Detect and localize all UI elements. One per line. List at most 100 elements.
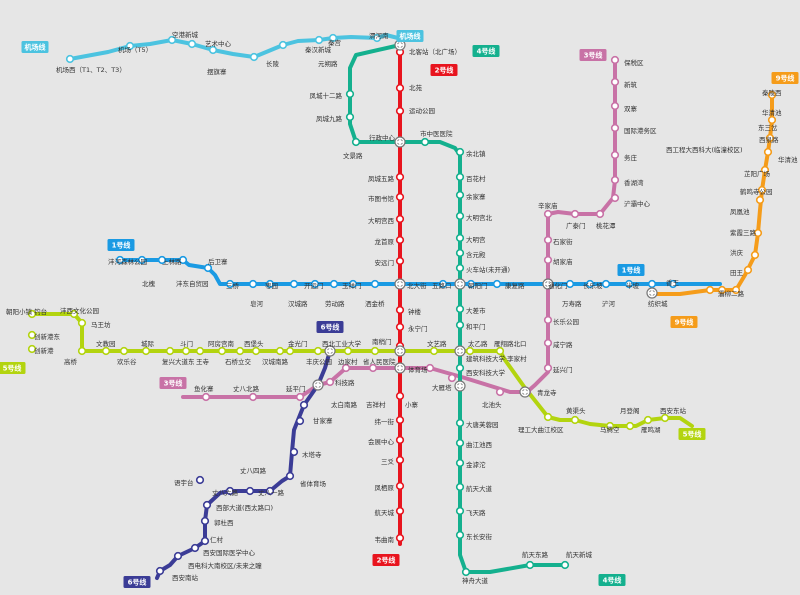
station-L4-14[interactable] (455, 320, 465, 330)
station-L5-20[interactable] (370, 346, 380, 356)
station-L1-22[interactable] (647, 279, 657, 289)
station-L2-10[interactable] (395, 305, 405, 315)
station-L6-8[interactable] (225, 486, 235, 496)
station-L1-2[interactable] (157, 255, 167, 265)
station-L5-12[interactable] (217, 346, 227, 356)
station-L3-0[interactable] (610, 55, 620, 65)
station-L5-25[interactable] (543, 412, 553, 422)
station-L4-10[interactable] (455, 248, 465, 258)
station-L5-8[interactable] (141, 346, 151, 356)
station-airport-4[interactable] (208, 45, 218, 55)
station-L4-0[interactable] (345, 89, 355, 99)
station-L9-10[interactable] (731, 285, 741, 295)
station-L4-9[interactable] (455, 233, 465, 243)
station-L6-2[interactable] (299, 400, 309, 410)
station-L9-6[interactable] (755, 195, 765, 205)
station-L4-3[interactable] (351, 137, 361, 147)
interchange-8[interactable] (394, 362, 406, 374)
station-L5-14[interactable] (251, 346, 261, 356)
station-L3-11[interactable] (543, 255, 553, 265)
station-L1-6[interactable] (248, 279, 258, 289)
station-L4-8[interactable] (455, 211, 465, 221)
station-L9-2[interactable] (765, 133, 775, 143)
station-L5-1[interactable] (69, 309, 79, 319)
interchange-6[interactable] (394, 345, 406, 357)
station-L3-21[interactable] (368, 363, 378, 373)
station-L4-16[interactable] (455, 363, 465, 373)
station-L5-7[interactable] (119, 346, 129, 356)
station-L9-5[interactable] (757, 185, 767, 195)
station-L4-22[interactable] (455, 506, 465, 516)
station-L3-10[interactable] (543, 235, 553, 245)
station-L1-9[interactable] (310, 279, 320, 289)
station-L2-4[interactable] (395, 172, 405, 182)
station-L4-4[interactable] (420, 137, 430, 147)
station-L2-1[interactable] (395, 83, 405, 93)
station-L2-16[interactable] (395, 435, 405, 445)
station-L5-2[interactable] (27, 330, 37, 340)
station-L4-7[interactable] (455, 190, 465, 200)
station-L3-5[interactable] (610, 175, 620, 185)
station-L9-3[interactable] (763, 147, 773, 157)
station-L2-15[interactable] (395, 415, 405, 425)
station-L3-8[interactable] (570, 209, 580, 219)
station-L5-30[interactable] (660, 413, 670, 423)
station-L2-17[interactable] (395, 455, 405, 465)
station-L6-13[interactable] (173, 551, 183, 561)
station-L5-29[interactable] (643, 415, 653, 425)
station-L4-23[interactable] (455, 530, 465, 540)
station-L6-14[interactable] (155, 566, 165, 576)
station-L9-4[interactable] (760, 165, 770, 175)
station-L9-11[interactable] (717, 285, 727, 295)
station-L2-20[interactable] (395, 533, 405, 543)
station-L3-9[interactable] (543, 209, 553, 219)
station-L3-14[interactable] (543, 338, 553, 348)
station-L1-3[interactable] (178, 255, 188, 265)
interchange-4[interactable] (542, 278, 554, 290)
station-airport-3[interactable] (187, 39, 197, 49)
station-L6-7[interactable] (245, 486, 255, 496)
station-L2-7[interactable] (395, 235, 405, 245)
interchange-2[interactable] (394, 278, 406, 290)
station-L5-6[interactable] (101, 346, 111, 356)
station-L3-2[interactable] (610, 101, 620, 111)
station-L9-1[interactable] (767, 115, 777, 125)
station-L3-25[interactable] (248, 392, 258, 402)
station-L5-24[interactable] (495, 346, 505, 356)
station-L5-28[interactable] (625, 421, 635, 431)
station-L4-26[interactable] (560, 560, 570, 570)
station-L1-8[interactable] (289, 279, 299, 289)
station-L1-23[interactable] (668, 279, 678, 289)
station-L3-18[interactable] (447, 373, 457, 383)
station-L3-19[interactable] (425, 363, 435, 373)
station-L5-13[interactable] (235, 346, 245, 356)
station-L4-5[interactable] (455, 147, 465, 157)
station-L3-13[interactable] (543, 315, 553, 325)
station-L6-4[interactable] (289, 447, 299, 457)
station-L3-15[interactable] (543, 363, 553, 373)
station-L4-11[interactable] (455, 263, 465, 273)
station-L4-19[interactable] (455, 438, 465, 448)
interchange-1[interactable] (394, 136, 406, 148)
interchange-3[interactable] (454, 278, 466, 290)
station-L9-9[interactable] (743, 265, 753, 275)
station-airport-1[interactable] (125, 41, 135, 51)
station-L2-14[interactable] (395, 391, 405, 401)
station-L1-14[interactable] (438, 279, 448, 289)
station-L2-5[interactable] (395, 192, 405, 202)
station-L1-4[interactable] (203, 263, 213, 273)
station-L5-3[interactable] (27, 344, 37, 354)
station-airport-6[interactable] (278, 40, 288, 50)
station-L6-15[interactable] (195, 475, 205, 485)
station-L4-6[interactable] (455, 172, 465, 182)
station-L5-16[interactable] (285, 346, 295, 356)
station-L3-1[interactable] (610, 77, 620, 87)
station-L3-22[interactable] (341, 363, 351, 373)
station-L2-6[interactable] (395, 214, 405, 224)
station-L5-9[interactable] (165, 346, 175, 356)
station-L5-19[interactable] (343, 346, 353, 356)
interchange-10[interactable] (312, 379, 324, 391)
station-L3-7[interactable] (595, 209, 605, 219)
station-L6-3[interactable] (295, 416, 305, 426)
station-L6-12[interactable] (190, 543, 200, 553)
